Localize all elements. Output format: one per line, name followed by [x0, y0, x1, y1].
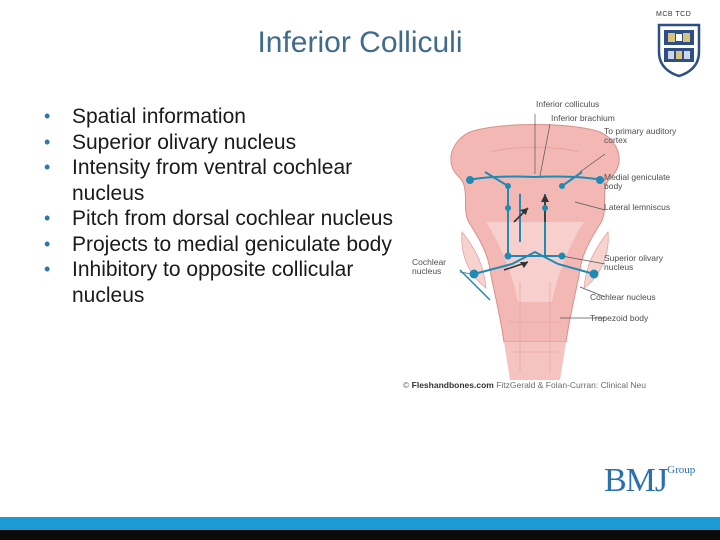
- bullet-item: Pitch from dorsal cochlear nucleus: [44, 206, 404, 232]
- bmj-group-logo: BMJGroup: [604, 462, 695, 500]
- label-trapezoid-body: Trapezoid body: [590, 313, 649, 323]
- label-medial-geniculate-body: Medial geniculate body: [604, 172, 671, 191]
- figure-credit: © Fleshandbones.com FitzGerald & Folan-C…: [403, 380, 646, 390]
- logo-main: BMJ: [604, 462, 668, 499]
- bullet-item: Superior olivary nucleus: [44, 130, 404, 156]
- credit-text: FitzGerald & Folan-Curran: Clinical Neu: [496, 380, 646, 390]
- label-lateral-lemniscus: Lateral lemniscus: [604, 202, 671, 212]
- credit-site: Fleshandbones.com: [411, 380, 494, 390]
- college-crest-icon: [657, 23, 701, 78]
- label-inferior-brachium: Inferior brachium: [551, 113, 615, 123]
- bullet-list: Spatial information Superior olivary nuc…: [44, 104, 404, 308]
- label-cochlear-nucleus-right: Cochlear nucleus: [590, 292, 656, 302]
- brainstem-diagram: [450, 114, 620, 380]
- bullet-item: Spatial information: [44, 104, 404, 130]
- footer-bar: [0, 517, 720, 530]
- corner-label: MCB TCD: [656, 11, 692, 18]
- bullet-item: Intensity from ventral cochlear nucleus: [44, 155, 404, 206]
- auditory-pathway-figure: Inferior colliculus Inferior brachium To…: [400, 92, 690, 402]
- copyright-icon: ©: [403, 380, 410, 390]
- slide-title: Inferior Colliculi: [257, 26, 463, 59]
- logo-sub: Group: [667, 464, 696, 476]
- label-inferior-colliculus: Inferior colliculus: [536, 99, 600, 109]
- label-to-primary-auditory-cortex: To primary auditory cortex: [604, 126, 677, 145]
- footer-bar-dark: [0, 530, 720, 540]
- bullet-item: Inhibitory to opposite collicular nucleu…: [44, 257, 404, 308]
- label-superior-olivary-nucleus: Superior olivary nucleus: [604, 253, 664, 272]
- label-cochlear-nucleus-left: Cochlear nucleus: [412, 257, 447, 276]
- bullet-item: Projects to medial geniculate body: [44, 232, 404, 258]
